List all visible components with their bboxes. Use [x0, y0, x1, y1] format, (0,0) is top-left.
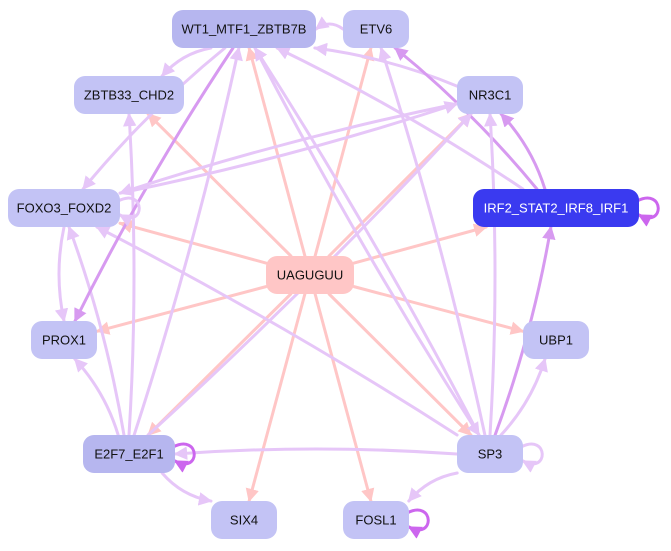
node-box	[266, 256, 354, 294]
edge-uaguguu-to-zbtb33	[146, 112, 293, 258]
edge-uaguguu-to-prox1	[95, 285, 268, 335]
node-etv6[interactable]: ETV6	[343, 10, 409, 48]
edge-irf2-to-nr3c1	[499, 112, 547, 191]
node-box	[457, 435, 523, 473]
edge-e2f7-to-six4	[160, 471, 213, 506]
node-box	[172, 10, 316, 48]
node-label: FOSL1	[355, 513, 396, 528]
edge-foxo3-to-nr3c1	[118, 101, 459, 195]
edge-wt1-to-sp3	[253, 46, 481, 437]
edge-e2f7-to-zbtb33	[123, 112, 137, 437]
node-uaguguu[interactable]: UAGUGUU	[266, 256, 354, 294]
edge-e2f7-to-foxo3	[66, 225, 126, 437]
edge-wt1-to-foxo3	[81, 46, 227, 191]
node-zbtb33[interactable]: ZBTB33_CHD2	[74, 76, 184, 114]
edge-nr3c1-to-foxo3	[118, 102, 459, 196]
node-label: E2F7_E2F1	[94, 447, 163, 462]
node-label: FOXO3_FOXD2	[17, 201, 112, 216]
edge-etv6-to-wt1	[314, 16, 345, 31]
edge-uaguguu-to-fosl1	[313, 292, 375, 503]
node-label: IRF2_STAT2_IRF8_IRF1	[484, 201, 629, 216]
edges-layer	[54, 16, 660, 539]
edge-uaguguu-to-irf2	[352, 223, 488, 265]
edge-wt1-to-zbtb33	[160, 46, 213, 78]
edge-irf2-to-wt1	[275, 46, 525, 191]
edge-sp3-to-etv6	[378, 46, 487, 437]
node-six4[interactable]: SIX4	[211, 501, 277, 539]
node-label: WT1_MTF1_ZBTB7B	[182, 22, 307, 37]
node-irf2[interactable]: IRF2_STAT2_IRF8_IRF1	[473, 189, 639, 227]
edge-uaguguu-to-six4	[245, 292, 307, 503]
edge-uaguguu-to-wt1	[245, 46, 307, 258]
edge-uaguguu-to-sp3	[327, 292, 473, 437]
edge-foxo3-to-prox1	[54, 225, 69, 323]
node-prox1[interactable]: PROX1	[31, 321, 97, 359]
edge-e2f7-to-e2f7	[171, 442, 196, 473]
node-label: ETV6	[360, 22, 393, 37]
edge-sp3-to-ubp1	[499, 357, 548, 437]
node-label: UAGUGUU	[277, 268, 343, 283]
node-label: ZBTB33_CHD2	[84, 88, 174, 103]
edge-sp3-to-wt1	[253, 46, 481, 437]
edge-uaguguu-to-ubp1	[352, 285, 525, 335]
node-box	[74, 76, 184, 114]
node-label: PROX1	[42, 333, 86, 348]
edge-uaguguu-to-foxo3	[118, 219, 268, 265]
node-label: SP3	[478, 447, 503, 462]
node-fosl1[interactable]: FOSL1	[343, 501, 409, 539]
node-label: SIX4	[230, 513, 258, 528]
edge-uaguguu-to-etv6	[313, 46, 375, 258]
node-box	[8, 189, 120, 227]
node-foxo3[interactable]: FOXO3_FOXD2	[8, 189, 120, 227]
node-box	[457, 76, 523, 114]
node-e2f7[interactable]: E2F7_E2F1	[83, 435, 175, 473]
node-label: NR3C1	[469, 88, 512, 103]
node-nr3c1[interactable]: NR3C1	[457, 76, 523, 114]
node-box	[211, 501, 277, 539]
edge-sp3-to-fosl1	[407, 471, 459, 503]
edge-fosl1-to-fosl1	[405, 508, 430, 539]
node-label: UBP1	[539, 333, 573, 348]
node-box	[31, 321, 97, 359]
edge-sp3-to-sp3	[519, 442, 544, 473]
edge-sp3-to-foxo3	[95, 225, 459, 437]
node-sp3[interactable]: SP3	[457, 435, 523, 473]
edge-wt1-to-prox1	[73, 46, 235, 323]
edge-e2f7-to-prox1	[73, 357, 120, 437]
node-box	[473, 189, 639, 227]
node-box	[343, 501, 409, 539]
edge-sp3-to-nr3c1	[484, 112, 498, 437]
node-box	[523, 321, 589, 359]
edge-irf2-to-irf2	[635, 196, 660, 227]
node-box	[343, 10, 409, 48]
node-ubp1[interactable]: UBP1	[523, 321, 589, 359]
edge-sp3-to-e2f7	[173, 446, 459, 460]
edge-e2f7-to-wt1	[132, 46, 243, 437]
node-box	[83, 435, 175, 473]
node-wt1[interactable]: WT1_MTF1_ZBTB7B	[172, 10, 316, 48]
edge-foxo3-to-foxo3	[116, 196, 141, 227]
